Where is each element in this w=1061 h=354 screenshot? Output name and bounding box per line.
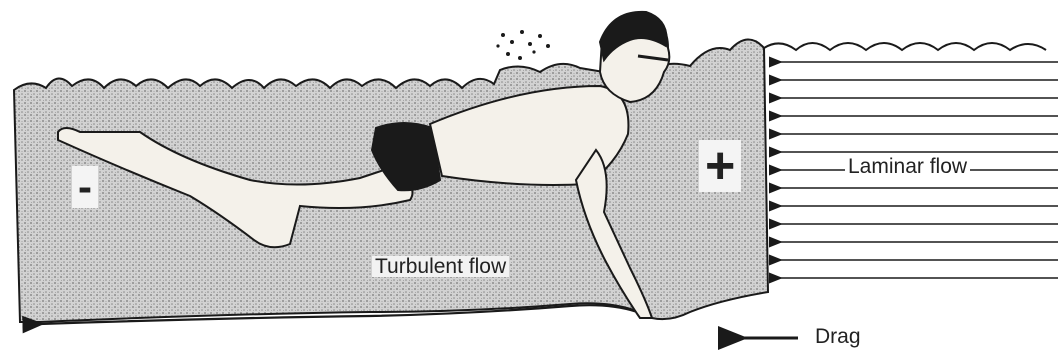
positive-pressure-label: + <box>699 140 741 192</box>
negative-pressure-label: - <box>72 166 98 208</box>
laminar-surface-wave <box>764 43 1046 50</box>
turbulent-flow-label: Turbulent flow <box>372 256 509 277</box>
splash-drops <box>496 30 550 60</box>
laminar-flow-label: Laminar flow <box>845 156 970 177</box>
drag-label: Drag <box>812 326 864 347</box>
